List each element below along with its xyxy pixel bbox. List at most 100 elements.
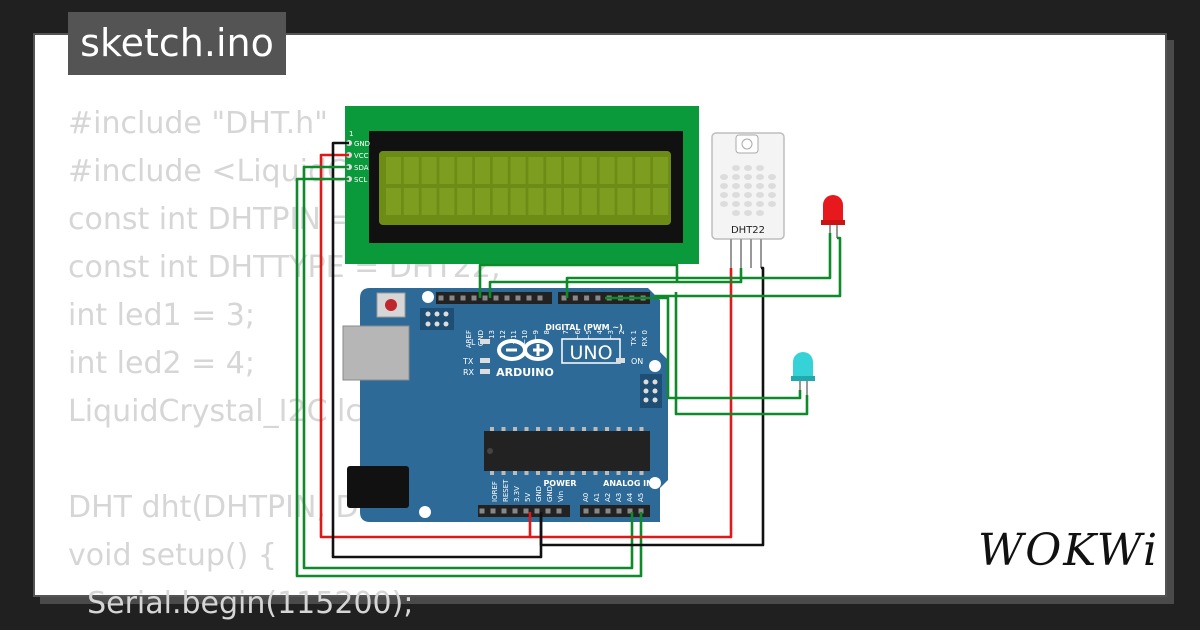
lcd-cell [528, 188, 544, 215]
pin-hole[interactable] [594, 508, 600, 514]
blue-led[interactable] [791, 352, 815, 395]
pin-label: 13 [488, 330, 496, 339]
red-led[interactable] [821, 195, 845, 238]
grille-hole [744, 183, 752, 189]
pin-hole[interactable] [460, 295, 466, 301]
pin-label: A4 [626, 492, 634, 502]
pin-hole[interactable] [501, 508, 507, 514]
lcd-cell [653, 157, 668, 184]
blue-led-body [793, 352, 813, 378]
grille-hole [768, 183, 776, 189]
pin-hole[interactable] [471, 295, 477, 301]
wire-dht-vcc [530, 268, 733, 539]
pin-hole[interactable] [556, 508, 562, 514]
grille-hole [732, 174, 740, 180]
lcd-cell [581, 188, 597, 215]
grille-hole [768, 174, 776, 180]
pin-label: A0 [582, 493, 590, 502]
pin-label: ~6 [574, 329, 582, 340]
lcd-cell [653, 188, 668, 215]
pin-label: 4 [596, 329, 604, 334]
pin-hole[interactable] [627, 508, 633, 514]
grille-hole [768, 192, 776, 198]
lcd-cell [528, 157, 544, 184]
pin-hole[interactable] [595, 295, 601, 301]
digital-header-right [558, 292, 650, 304]
pin-hole[interactable] [572, 295, 578, 301]
lcd-cell [492, 188, 508, 215]
pin-hole[interactable] [523, 508, 529, 514]
pin-hole[interactable] [545, 508, 551, 514]
arduino-logo-icon [497, 339, 553, 361]
grille-hole [732, 210, 740, 216]
lcd-display[interactable]: 1 GND VCC SDA SCL [345, 106, 699, 264]
lcd-cell [564, 157, 579, 184]
pin-hole[interactable] [490, 508, 496, 514]
grille-hole [744, 192, 752, 198]
pin-hole[interactable] [616, 508, 622, 514]
pin-hole[interactable] [526, 295, 532, 301]
lcd-cell [403, 188, 419, 215]
pin-hole[interactable] [583, 508, 589, 514]
dht22-sensor[interactable]: DHT22 [711, 132, 785, 268]
pin-label: 8 [543, 330, 551, 334]
pin-hole[interactable] [482, 295, 488, 301]
file-tab[interactable]: sketch.ino [68, 12, 286, 75]
rx-label: RX [463, 368, 475, 377]
lcd-cell [457, 157, 473, 184]
bottom-pin-holes [479, 508, 644, 514]
pin-label: ~5 [585, 330, 593, 340]
power-jack [347, 466, 409, 508]
rx-led [480, 369, 490, 374]
red-led-body [823, 195, 843, 222]
pin-label: ~11 [510, 330, 518, 345]
pin-label: ~9 [532, 330, 540, 340]
mount-hole [649, 360, 661, 372]
pin-label: 3.3V [513, 486, 521, 502]
pin-label: RX 0 [641, 330, 649, 346]
pin-hole[interactable] [584, 295, 590, 301]
l-led-label: L [471, 338, 476, 347]
reset-button-cap [385, 299, 397, 311]
usb-port [342, 325, 410, 381]
pin-label: RESET [502, 479, 510, 502]
wire-red-led [565, 233, 832, 298]
dht22-label: DHT22 [731, 225, 765, 236]
pin-label: 5V [524, 493, 532, 502]
wokwi-logo: WOKWi [978, 525, 1160, 576]
pin-hole[interactable] [605, 508, 611, 514]
pin-label: 7 [562, 330, 570, 334]
grille-hole [756, 174, 764, 180]
lcd-cell [599, 188, 615, 215]
lcd-cells [386, 157, 668, 215]
lcd-pin-scl: SCL [354, 176, 367, 184]
grille-hole [756, 192, 764, 198]
lcd-cell [510, 157, 526, 184]
pin-hole[interactable] [493, 295, 499, 301]
pin-hole[interactable] [515, 295, 521, 301]
pin-hole[interactable] [479, 508, 485, 514]
lcd-cell [617, 157, 633, 184]
icsp-header [420, 308, 454, 330]
pin-hole[interactable] [449, 295, 455, 301]
pin-hole[interactable] [512, 508, 518, 514]
wire-lcd-vcc [319, 153, 532, 539]
digital-label: DIGITAL (PWM ~) [545, 323, 623, 332]
lcd-cell [617, 188, 633, 215]
on-label: ON [631, 357, 643, 366]
pin-hole[interactable] [537, 295, 543, 301]
grille-hole [744, 174, 752, 180]
pin-hole[interactable] [638, 508, 644, 514]
pin-hole[interactable] [561, 295, 567, 301]
tx-label: TX [462, 357, 474, 366]
lcd-cell [492, 157, 508, 184]
pin-label: A1 [593, 493, 601, 502]
pin-hole[interactable] [504, 295, 510, 301]
pin-hole[interactable] [438, 295, 444, 301]
lcd-cell [510, 188, 526, 215]
pin-hole[interactable] [534, 508, 540, 514]
